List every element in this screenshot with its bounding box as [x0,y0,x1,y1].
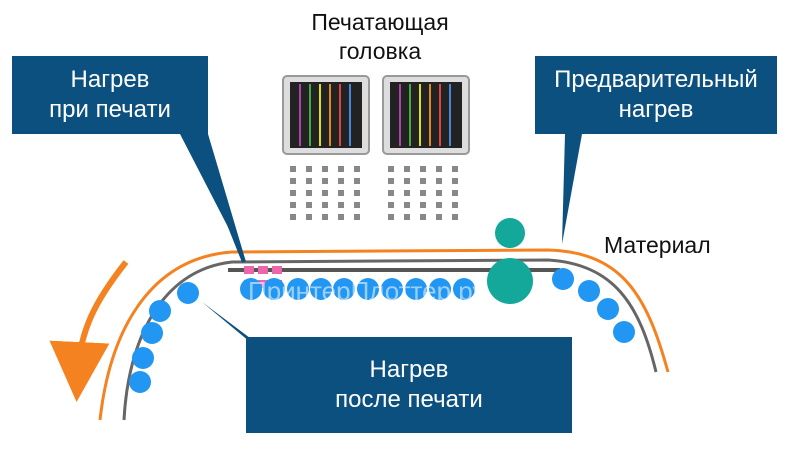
ink-drop-dot [306,202,312,208]
ink-drop-dot [290,190,296,196]
material-label: Материал [604,232,711,258]
heater-roller [429,278,451,300]
ink-drop-dot [290,202,296,208]
ink-drop-dot [452,202,458,208]
ink-drop-dot [322,214,328,220]
ink-drop-dot [436,178,442,184]
media-orange-path [98,248,670,421]
pinch-roller-small [495,218,525,248]
print-head-left [282,75,370,155]
ink-drop-dot [290,178,296,184]
heater-roller [357,278,379,300]
ink-drop-dot [354,214,360,220]
heater-roller [177,282,199,304]
heater-roller [287,278,309,300]
preheat-callout: Предварительный нагрев [535,56,777,134]
ink-drop-dot [436,190,442,196]
heater-roller [132,347,154,369]
heater-roller [333,278,355,300]
ink-drop-dot [388,178,394,184]
ink-drop-dot [322,166,328,172]
ink-drop-dot [452,214,458,220]
ink-drop-dot [306,178,312,184]
ink-drop-dot [322,190,328,196]
ink-drop-dot [420,214,426,220]
ink-drop-dot [404,190,410,196]
ink-drop-dot [354,202,360,208]
heater-roller [597,298,619,320]
ink-drop-dot [354,190,360,196]
heater-roller [310,278,332,300]
ink-drop-dot [452,166,458,172]
ink-drop-dot [306,166,312,172]
ink-drop-dot [290,214,296,220]
ink-drop-dot [354,166,360,172]
ink-drop-dot [388,190,394,196]
ink-drop-dot [388,214,394,220]
ink-drop-dot [338,166,344,172]
ink-drop-dot [306,190,312,196]
ink-drop-dot [322,178,328,184]
heater-rollers [129,268,635,393]
heater-roller [263,278,285,300]
pointer-heat-during-wedge [180,134,246,262]
ink-drop-dot [388,166,394,172]
ink-drop-dot [404,202,410,208]
heater-roller [613,321,635,343]
ink-drop-dot [388,202,394,208]
heater-roller [552,268,574,290]
heater-roller [240,278,262,300]
ink-drop-dot [404,214,410,220]
ink-drop-dot [290,166,296,172]
print-head-label-line1: Печатающая [311,9,449,35]
ink-drop-dot [404,166,410,172]
ink-drop-dot [322,202,328,208]
ink-drop-dot [436,166,442,172]
ink-drop-dot [338,178,344,184]
ink-drop-dot [338,190,344,196]
ink-drop-dot [338,202,344,208]
curved-arrow-down-icon [49,260,129,402]
pinch-roller-large [487,258,533,304]
heat-during-line2: при печати [49,96,171,123]
heater-roller [381,278,403,300]
ink-drop-dot [306,214,312,220]
preheat-line2: нагрев [618,96,694,123]
heat-during-print-callout: Нагрев при печати [12,56,208,134]
ink-drops [290,166,458,220]
ink-drop-dot [420,202,426,208]
heater-roller [578,280,600,302]
ink-drop-dot [404,178,410,184]
heater-roller [149,300,171,322]
heater-roller [129,371,151,393]
ink-drop-dot [420,178,426,184]
watermark-text: ПринтерПлоттер.ру [248,276,486,306]
heat-after-line2: после печати [335,386,483,413]
print-head-label: Печатающая головка [290,8,470,66]
ink-drop-dot [452,190,458,196]
heater-roller [453,278,475,300]
heat-after-line1: Нагрев [369,356,449,383]
ink-drop-dot [420,166,426,172]
print-head-right [382,75,470,155]
ink-drop-dot [354,178,360,184]
preheat-line1: Предварительный [554,66,758,93]
ink-drop-dot [338,214,344,220]
print-head-label-line2: головка [338,38,422,64]
heater-roller [405,278,427,300]
ink-drop-dot [436,202,442,208]
ink-drop-dot [452,178,458,184]
heat-after-print-callout: Нагрев после печати [246,337,572,433]
pointer-preheat-wedge [562,134,582,244]
heater-roller [141,322,163,344]
ink-drop-dot [420,190,426,196]
heat-during-line1: Нагрев [70,66,150,93]
ink-drop-dot [436,214,442,220]
